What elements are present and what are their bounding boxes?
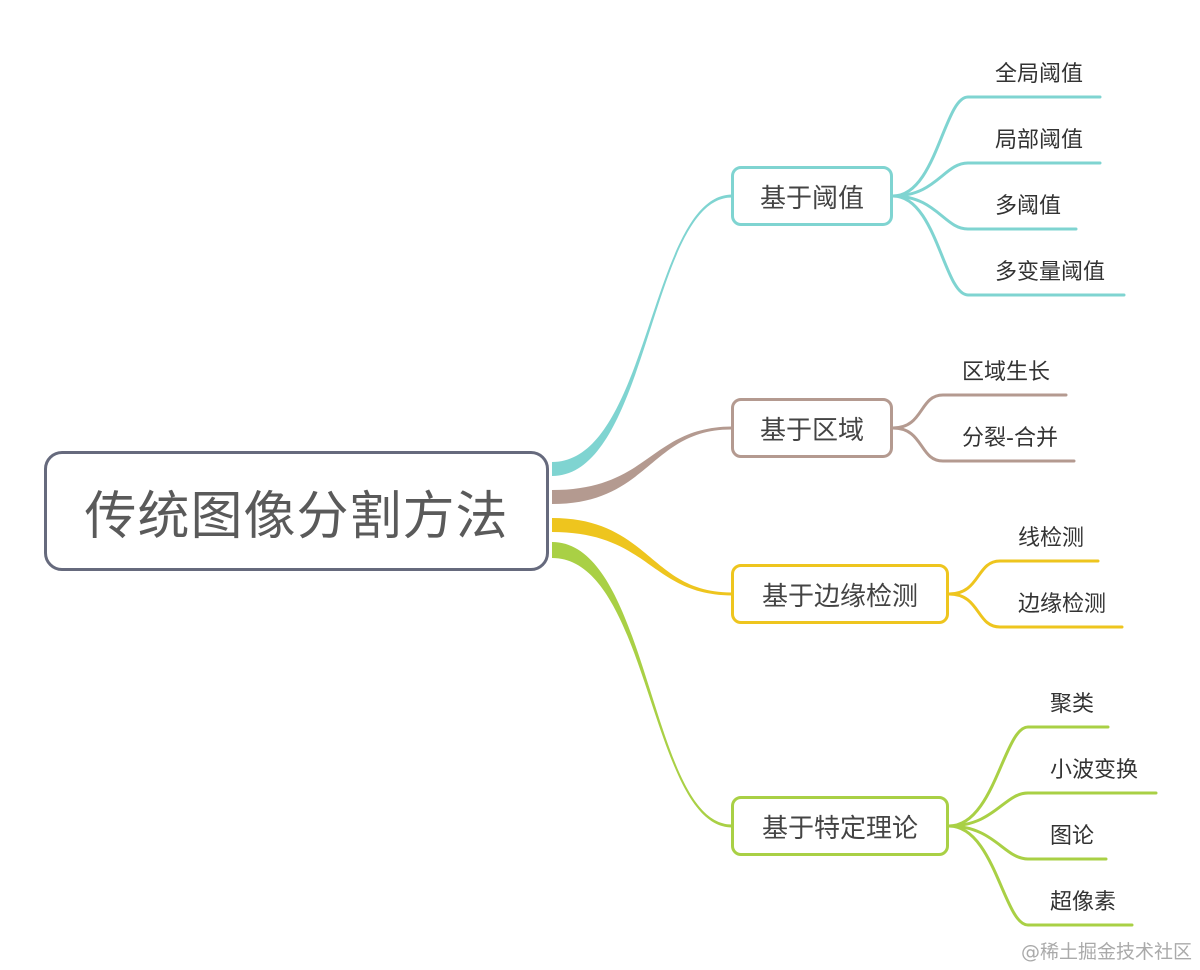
branch-label: 基于特定理论 [761,813,918,844]
branch-node-region: 基于区域 [731,398,893,458]
leaf-connector [947,824,1108,861]
branch-label: 基于区域 [759,415,864,446]
leaf-line-detection: 线检测 [1018,526,1085,551]
leaf-connector [947,824,1134,927]
leaf-split-merge: 分裂-合并 [962,426,1058,451]
leaf-edge-detection: 边缘检测 [1018,592,1107,617]
branch-node-specific-theory: 基于特定理论 [731,796,949,856]
branch-label: 基于边缘检测 [761,581,918,612]
watermark: @稀土掘金技术社区 [1020,941,1192,963]
leaf-connector [947,559,1100,596]
leaf-connector [891,161,1102,198]
root-node: 传统图像分割方法 [44,451,549,571]
leaf-multi-threshold: 多阈值 [995,194,1062,219]
leaf-connector [947,725,1110,828]
branch-node-threshold: 基于阈值 [731,166,893,226]
branch-connector [552,518,732,596]
branch-connector [552,542,732,828]
branch-connector [552,194,732,476]
leaf-multivariable-threshold: 多变量阈值 [995,260,1106,285]
branch-node-edge-detection: 基于边缘检测 [731,564,949,624]
leaf-connector [947,592,1124,629]
leaf-connector [891,426,1076,463]
root-label: 传统图像分割方法 [84,486,509,547]
leaf-connector [891,194,1078,231]
leaf-wavelet-transform: 小波变换 [1050,758,1139,783]
branch-label: 基于阈值 [759,183,864,214]
leaf-connector [891,194,1126,297]
leaf-connector [891,95,1102,198]
leaf-connector [891,393,1068,430]
leaf-graph-theory: 图论 [1050,824,1095,849]
branch-connector [552,426,732,504]
leaf-connector [947,791,1158,828]
leaf-local-threshold: 局部阈值 [995,128,1084,153]
leaf-clustering: 聚类 [1050,692,1095,717]
leaf-global-threshold: 全局阈值 [995,62,1084,87]
leaf-superpixel: 超像素 [1050,890,1117,915]
leaf-region-growing: 区域生长 [962,360,1051,385]
